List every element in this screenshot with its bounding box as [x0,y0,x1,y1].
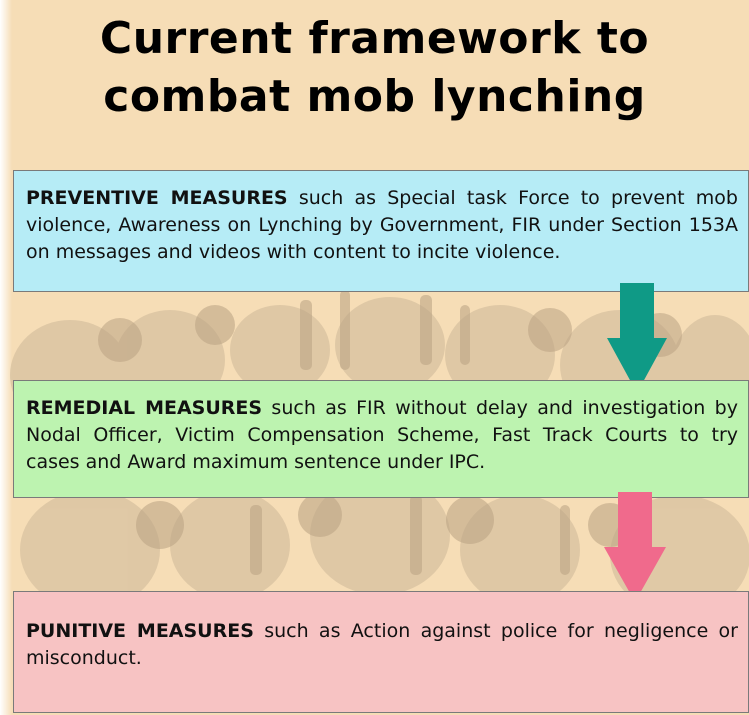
remedial-lead: REMEDIAL MEASURES [26,397,263,419]
page-title: Current framework to combat mob lynching [0,10,749,126]
title-line-2: combat mob lynching [103,71,646,122]
remedial-text: such as FIR without delay and investigat… [26,397,738,473]
remedial-measures-box: REMEDIAL MEASURES such as FIR without de… [13,380,749,498]
punitive-text: such as Action against police for neglig… [26,620,738,669]
edge-fade [0,0,12,715]
title-line-1: Current framework to [99,13,650,64]
preventive-lead: PREVENTIVE MEASURES [26,187,288,209]
punitive-lead: PUNITIVE MEASURES [26,620,254,642]
preventive-measures-box: PREVENTIVE MEASURES such as Special task… [13,170,749,292]
down-arrow-icon [604,492,666,602]
preventive-text: such as Special task Force to prevent mo… [26,187,738,263]
down-arrow-icon [607,283,667,393]
punitive-measures-box: PUNITIVE MEASURES such as Action against… [13,591,749,713]
